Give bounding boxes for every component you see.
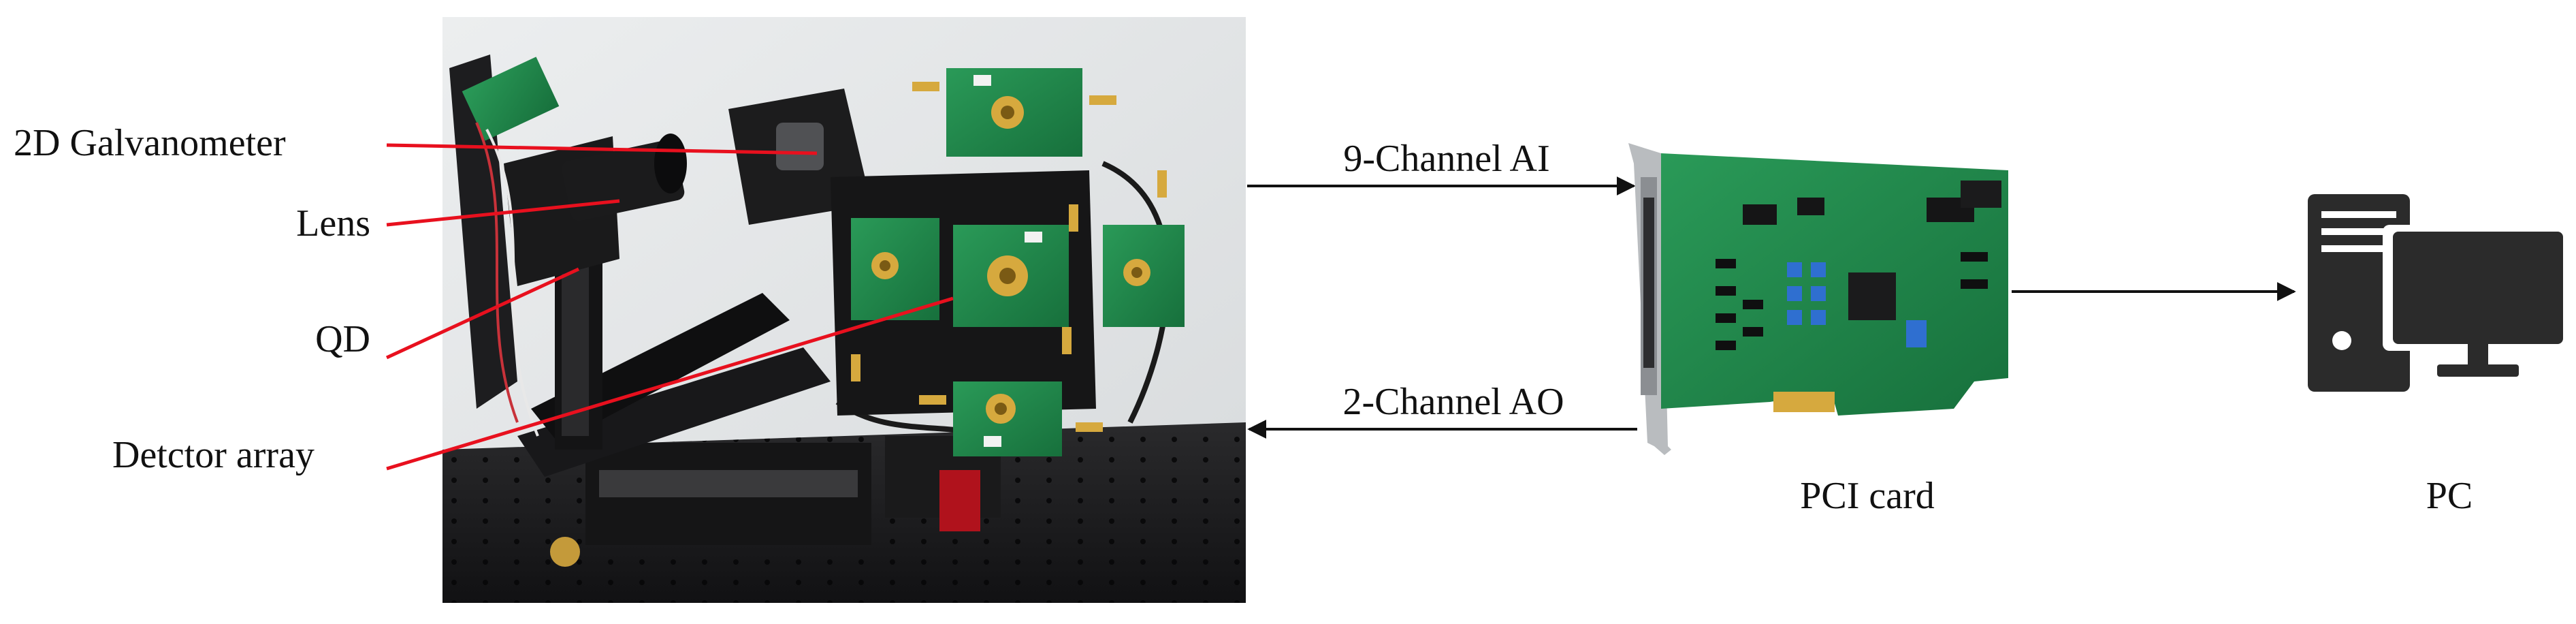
pointer-detector <box>386 296 954 471</box>
label-2d-galvanometer: 2D Galvanometer <box>14 122 286 164</box>
label-lens: Lens <box>296 202 370 245</box>
pointer-lens <box>386 199 620 227</box>
pointer-galvanometer <box>386 143 818 155</box>
pointer-lines <box>385 143 954 471</box>
label-pci-card: PCI card <box>1800 475 1935 517</box>
pointer-qd <box>385 267 580 360</box>
pci-card-image <box>1628 143 2008 455</box>
label-qd: QD <box>315 318 370 360</box>
label-ai-channel: 9-Channel AI <box>1343 138 1550 180</box>
signal-arrows <box>1247 176 2296 439</box>
pc-icon <box>2308 194 2566 392</box>
label-detector-array: Detctor array <box>112 434 315 476</box>
label-ao-channel: 2-Channel AO <box>1342 381 1564 423</box>
label-pc: PC <box>2426 475 2473 517</box>
setup-photo <box>442 17 1246 603</box>
